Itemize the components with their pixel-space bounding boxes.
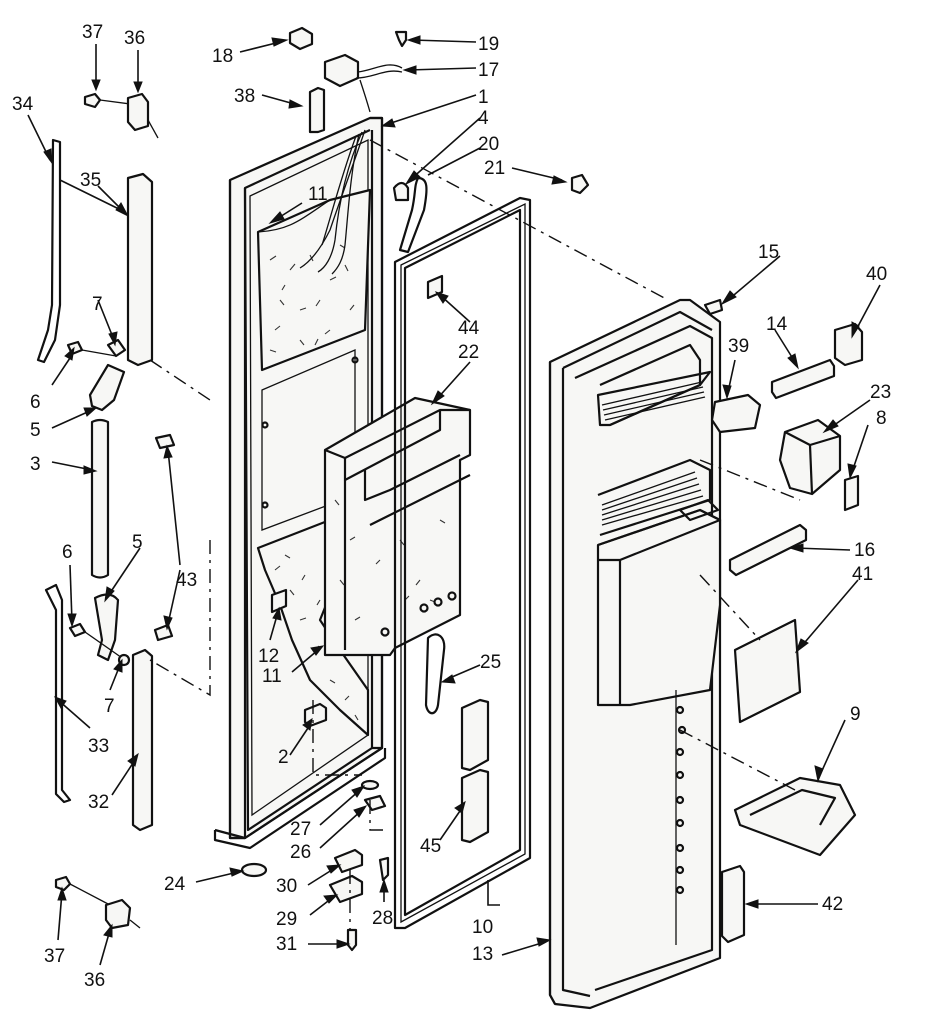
part-7-clip-top <box>106 338 127 358</box>
part-17-wire-harness-plug <box>323 53 403 113</box>
callout-7-top: 7 <box>92 294 103 315</box>
callout-27: 27 <box>290 819 311 840</box>
callout-2: 2 <box>278 747 289 768</box>
callout-43: 43 <box>176 570 197 591</box>
callout-13: 13 <box>472 944 493 965</box>
part-33-spring <box>44 583 72 804</box>
part-34-spring <box>36 138 62 364</box>
part-14-trim <box>770 358 836 400</box>
callout-8: 8 <box>876 408 887 429</box>
callout-9: 9 <box>850 704 861 725</box>
callout-10: 10 <box>472 917 493 938</box>
callout-26: 26 <box>290 842 311 863</box>
callout-5-top: 5 <box>30 420 41 441</box>
callout-6-bottom: 6 <box>62 542 73 563</box>
callout-16: 16 <box>854 540 875 561</box>
callout-30: 30 <box>276 876 297 897</box>
callout-11-bottom: 11 <box>262 666 282 687</box>
callout-15: 15 <box>758 242 779 263</box>
part-9-drip-tray <box>733 776 857 857</box>
callout-35: 35 <box>80 170 101 191</box>
callout-45: 45 <box>420 836 441 857</box>
part-18-connector <box>288 26 314 51</box>
part-8-bracket <box>843 474 860 512</box>
part-45-brackets <box>460 698 490 844</box>
part-20-tube <box>398 176 428 254</box>
door-outer-front <box>548 298 722 1010</box>
leader-lines <box>27 35 881 966</box>
callout-34: 34 <box>12 94 34 115</box>
callout-14: 14 <box>766 314 788 335</box>
callout-42: 42 <box>822 894 843 915</box>
door-gasket <box>393 196 532 930</box>
part-40-bracket <box>833 322 864 367</box>
callout-36-bottom: 36 <box>84 970 105 991</box>
dispenser-housing <box>323 396 472 657</box>
callout-11-top: 11 <box>308 184 328 205</box>
callout-40: 40 <box>866 264 887 285</box>
part-27-26-hinge-washers <box>360 779 387 812</box>
callout-22: 22 <box>458 342 479 363</box>
callout-23: 23 <box>870 382 891 403</box>
callout-29: 29 <box>276 909 297 930</box>
part-12-clip <box>270 588 288 614</box>
callout-20: 20 <box>478 134 499 155</box>
callout-5-bottom: 5 <box>132 532 143 553</box>
callout-7-bottom: 7 <box>104 696 115 717</box>
part-23-chute <box>778 418 842 496</box>
part-36-37-top-hinge-pin <box>83 92 159 139</box>
callout-31: 31 <box>276 934 297 955</box>
part-38-rail <box>308 86 326 134</box>
callout-12: 12 <box>258 646 279 667</box>
callout-6-top: 6 <box>30 392 41 413</box>
part-41-plate <box>733 618 802 724</box>
part-28-screw <box>378 856 390 882</box>
part-43-screw <box>153 433 176 642</box>
callout-4: 4 <box>478 108 489 129</box>
part-5-hinge-bottom <box>93 593 120 662</box>
part-16-trim <box>728 523 808 577</box>
part-39-cover <box>710 393 762 434</box>
part-42-bracket <box>720 864 746 944</box>
part-36-37-bottom-hinge-pin <box>54 875 141 930</box>
part-25-tube <box>424 633 446 715</box>
callout-36-top: 36 <box>124 28 145 49</box>
part-35-hinge-bar <box>126 172 154 367</box>
part-15-screw <box>703 298 724 316</box>
callout-25: 25 <box>480 652 501 673</box>
part-5-hinge-top <box>88 363 126 412</box>
part-30-29-hinge <box>328 848 364 904</box>
part-19-screw <box>394 30 408 48</box>
part-24-bumper <box>240 862 268 878</box>
callout-41: 41 <box>852 564 873 585</box>
callout-3: 3 <box>30 454 41 475</box>
part-31-screw <box>346 928 358 952</box>
part-21-bulb <box>570 173 590 195</box>
callout-28: 28 <box>372 908 393 929</box>
callout-37-bottom: 37 <box>44 946 65 967</box>
callout-24: 24 <box>164 874 186 895</box>
callout-21: 21 <box>484 158 505 179</box>
callout-1: 1 <box>478 87 489 108</box>
part-32-hinge-bar <box>131 648 154 832</box>
callout-labels: 37 36 34 35 18 38 19 17 1 4 20 21 11 15 … <box>12 22 891 991</box>
part-6-screw-bottom <box>68 622 126 661</box>
callout-32: 32 <box>88 792 109 813</box>
callout-39: 39 <box>728 336 749 357</box>
callout-37-top: 37 <box>82 22 103 43</box>
door-inner-panel <box>213 116 387 850</box>
callout-38: 38 <box>234 86 255 107</box>
callout-18: 18 <box>212 46 233 67</box>
callout-44: 44 <box>458 318 480 339</box>
callout-17: 17 <box>478 60 499 81</box>
assembly-lines <box>149 139 801 930</box>
part-4-bulb <box>392 181 410 202</box>
part-3-tube <box>90 418 110 579</box>
callout-19: 19 <box>478 34 499 55</box>
callout-33: 33 <box>88 736 109 757</box>
